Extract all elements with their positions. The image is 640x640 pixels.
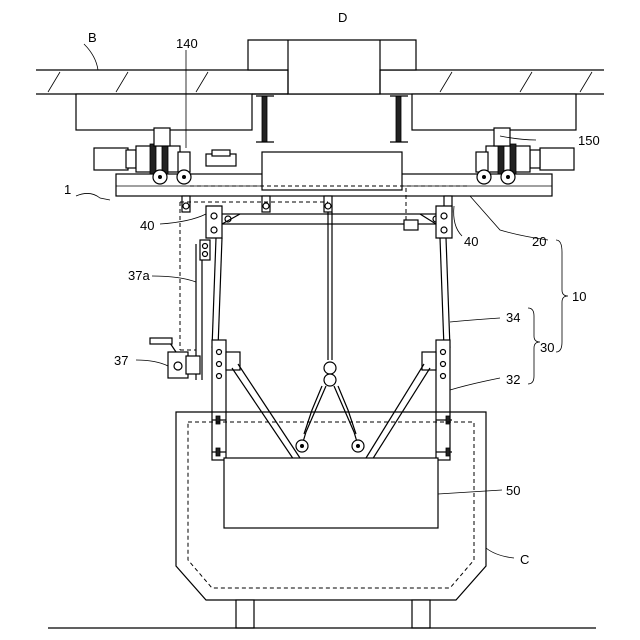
label-d: D: [338, 10, 347, 25]
winch-37: [150, 338, 200, 378]
legs-34: [212, 238, 450, 348]
central-hoist: [296, 212, 364, 452]
label-b: B: [88, 30, 97, 45]
label-20: 20: [532, 234, 546, 249]
label-37: 37: [114, 353, 128, 368]
left-girder: [76, 94, 288, 130]
lower-legs-32: [212, 340, 450, 460]
label-30: 30: [540, 340, 554, 355]
label-140: 140: [176, 36, 198, 51]
i-beam-hangers: [256, 96, 408, 142]
label-1: 1: [64, 182, 71, 197]
column-d: [248, 40, 416, 94]
right-girder: [412, 94, 576, 130]
load-50: [224, 458, 438, 528]
label-50: 50: [506, 483, 520, 498]
label-40-left: 40: [140, 218, 154, 233]
label-150: 150: [578, 133, 600, 148]
label-c: C: [520, 552, 529, 567]
label-34: 34: [506, 310, 520, 325]
label-32: 32: [506, 372, 520, 387]
label-10: 10: [572, 289, 586, 304]
label-37a: 37a: [128, 268, 150, 283]
label-40-right: 40: [464, 234, 478, 249]
